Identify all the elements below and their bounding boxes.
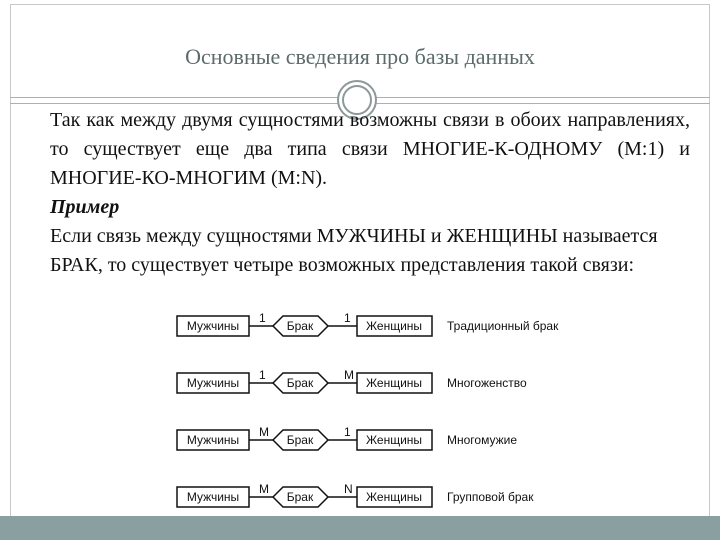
cardinality-right: N [344, 482, 353, 496]
cardinality-left: 1 [259, 368, 266, 382]
entity-right-label: Женщины [366, 433, 422, 447]
entity-left-label: Мужчины [187, 319, 239, 333]
relation-type-label: Традиционный брак [447, 319, 559, 333]
relation-type-label: Многоженство [447, 376, 527, 390]
entity-left-label: Мужчины [187, 490, 239, 504]
cardinality-left: M [259, 425, 269, 439]
cardinality-right: 1 [344, 425, 351, 439]
entity-right-label: Женщины [366, 490, 422, 504]
paragraph-relations: Так как между двумя сущностями возможны … [50, 109, 690, 189]
slide-title: Основные сведения про базы данных [185, 44, 535, 69]
paragraph-example: Если связь между сущностями МУЖЧИНЫ и ЖЕ… [50, 225, 658, 276]
entity-box-right [356, 372, 433, 394]
cardinality-right: 1 [344, 311, 351, 325]
entity-box-right [356, 315, 433, 337]
entity-right-label: Женщины [366, 319, 422, 333]
entity-box-right [356, 429, 433, 451]
slide-body: Так как между двумя сущностями возможны … [50, 106, 690, 280]
relationship-label: Брак [287, 490, 314, 504]
relationship-label: Брак [287, 433, 314, 447]
divider-circle-inner [342, 85, 372, 115]
cardinality-left: M [259, 482, 269, 496]
entity-left-label: Мужчины [187, 433, 239, 447]
cardinality-right: M [344, 368, 354, 382]
er-row: Мужчины M Брак N Женщины Групповой брак [176, 482, 534, 508]
entity-right-label: Женщины [366, 376, 422, 390]
bottom-bar [0, 516, 720, 540]
relationship-label: Брак [287, 319, 314, 333]
relation-type-label: Многомужие [447, 433, 517, 447]
entity-left-label: Мужчины [187, 376, 239, 390]
relationship-label: Брак [287, 376, 314, 390]
cardinality-left: 1 [259, 311, 266, 325]
relation-type-label: Групповой брак [447, 490, 534, 504]
example-heading: Пример [50, 196, 120, 218]
entity-box-right [356, 486, 433, 508]
